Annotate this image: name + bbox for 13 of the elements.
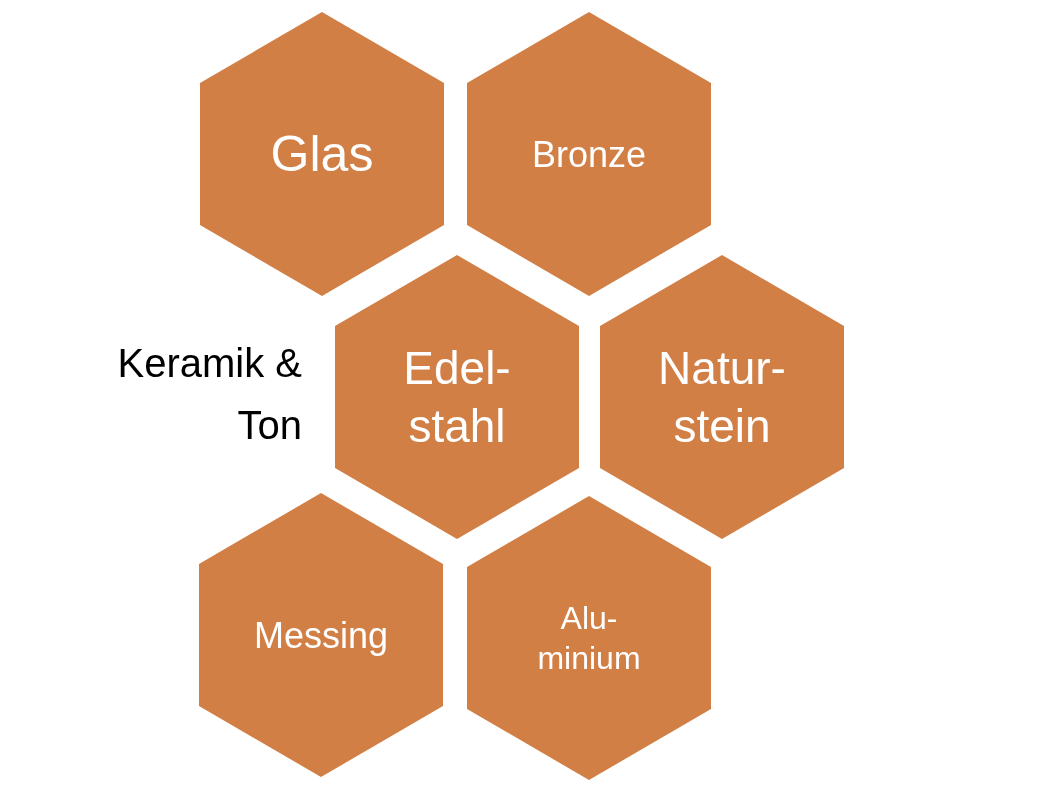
hexagon-tile [335,255,579,539]
hexagon-tile [200,12,444,296]
material-label: Natur- stein [657,340,787,453]
material-label: Messing [252,613,390,658]
hexagon-tile [199,493,443,777]
material-label: Edel- stahl [402,340,512,453]
material-label: Keramik & Ton [116,340,302,449]
hexagon-tile [600,255,844,539]
hexagon-tile [467,496,711,780]
material-label: Bronze [530,132,648,177]
material-label: Glas [269,124,375,184]
material-label: Alu- minium [536,599,642,678]
hexagon-tile [467,12,711,296]
